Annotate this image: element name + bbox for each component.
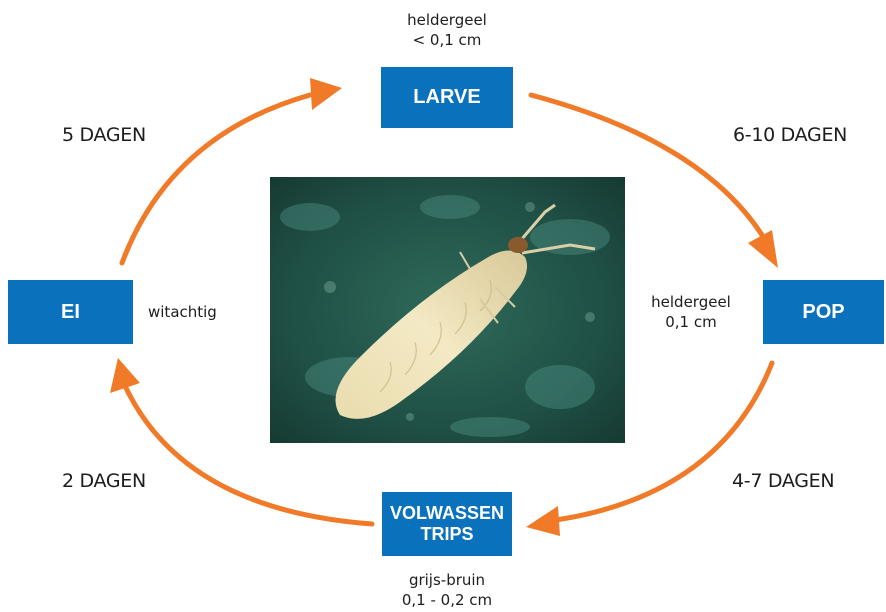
stage-larve-label: LARVE xyxy=(413,86,480,109)
duration-larve-to-pop: 6-10 DAGEN xyxy=(733,124,847,146)
arrowhead-pop xyxy=(748,230,778,268)
duration-pop-to-volwassen: 4-7 DAGEN xyxy=(732,470,834,492)
trips-larva-icon xyxy=(270,177,625,443)
stage-volwassen-label-1: VOLWASSEN xyxy=(390,503,504,524)
stage-volwassen: VOLWASSEN TRIPS xyxy=(382,492,512,556)
arrowhead-volwassen xyxy=(526,506,560,536)
note-larve-color: heldergeel xyxy=(367,10,527,30)
stage-volwassen-label-2: TRIPS xyxy=(420,524,473,545)
duration-ei-to-larve: 5 DAGEN xyxy=(62,124,146,146)
note-volwassen-color: grijs-bruin xyxy=(367,570,527,590)
arrowhead-larve xyxy=(310,78,342,110)
stage-pop-label: POP xyxy=(802,301,844,324)
note-volwassen: grijs-bruin 0,1 - 0,2 cm xyxy=(367,570,527,610)
arrowhead-ei xyxy=(110,358,140,393)
stage-pop: POP xyxy=(763,280,884,344)
note-larve-size: < 0,1 cm xyxy=(367,30,527,50)
note-ei-color: witachtig xyxy=(148,302,217,322)
note-volwassen-size: 0,1 - 0,2 cm xyxy=(367,590,527,610)
note-pop-color: heldergeel xyxy=(636,292,746,312)
duration-volwassen-to-ei: 2 DAGEN xyxy=(62,470,146,492)
note-larve: heldergeel < 0,1 cm xyxy=(367,10,527,50)
stage-ei-label: EI xyxy=(61,301,80,324)
note-pop-size: 0,1 cm xyxy=(636,312,746,332)
stage-larve: LARVE xyxy=(381,67,513,128)
trips-photo xyxy=(270,177,625,443)
note-pop: heldergeel 0,1 cm xyxy=(636,292,746,332)
note-ei: witachtig xyxy=(148,302,217,322)
stage-ei: EI xyxy=(8,280,133,344)
